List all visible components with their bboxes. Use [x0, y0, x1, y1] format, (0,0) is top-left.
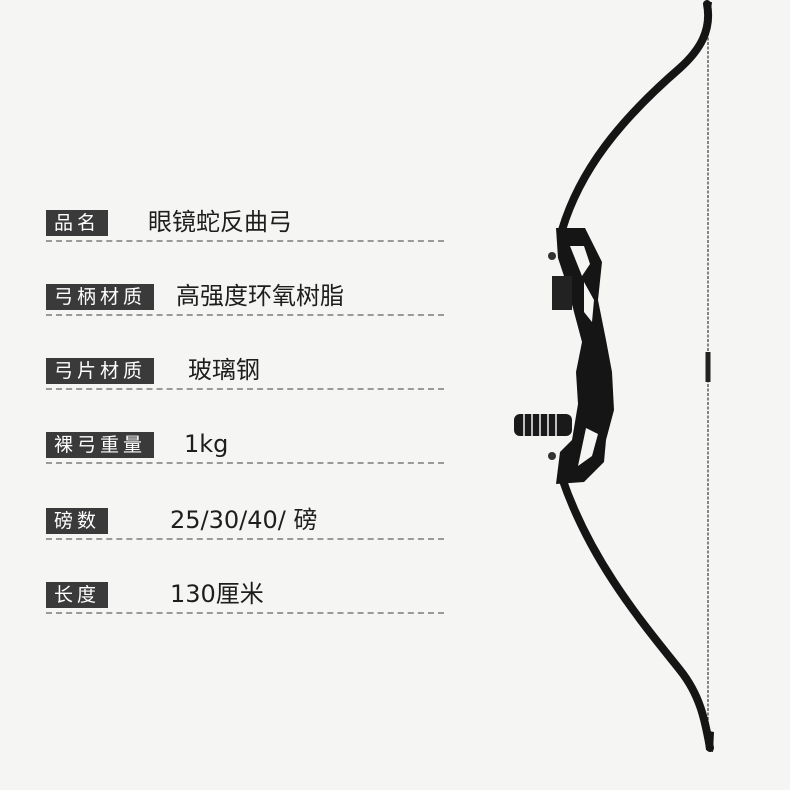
spec-row-limb-material: 弓片材质 玻璃钢 — [46, 350, 444, 390]
spec-divider — [46, 612, 444, 614]
spec-divider — [46, 314, 444, 316]
spec-label-riser-material: 弓柄材质 — [46, 284, 155, 310]
spec-divider — [46, 388, 444, 390]
spec-divider — [46, 462, 444, 464]
spec-row-bow-weight: 裸弓重量 1kg — [46, 424, 444, 464]
recurve-bow-image — [514, 0, 714, 752]
limb-bolt — [548, 452, 556, 460]
spec-row-product-name: 品名 眼镜蛇反曲弓 — [46, 202, 444, 242]
spec-value-product-name: 眼镜蛇反曲弓 — [148, 208, 292, 236]
spec-value-riser-material: 高强度环氧树脂 — [176, 282, 344, 310]
spec-row-draw-weight: 磅数 25/30/40/ 磅 — [46, 500, 444, 540]
spec-label-draw-weight: 磅数 — [46, 508, 109, 534]
lower-limb — [558, 474, 714, 752]
spec-value-limb-material: 玻璃钢 — [188, 356, 260, 384]
spec-divider — [46, 538, 444, 540]
riser-cutout — [584, 282, 594, 322]
limb-bolt — [548, 252, 556, 260]
spec-divider — [46, 240, 444, 242]
spec-label-limb-material: 弓片材质 — [46, 358, 155, 384]
upper-limb — [558, 0, 713, 234]
spec-row-length: 长度 130厘米 — [46, 574, 444, 614]
arrow-rest — [552, 276, 572, 310]
riser-cutout — [570, 246, 590, 276]
spec-label-product-name: 品名 — [46, 210, 109, 236]
stabilizer — [514, 412, 572, 438]
nocking-point — [705, 352, 711, 382]
spec-value-bow-weight: 1kg — [184, 430, 229, 458]
upper-limb-tip — [706, 2, 712, 26]
spec-label-bow-weight: 裸弓重量 — [46, 432, 155, 458]
spec-value-draw-weight: 25/30/40/ 磅 — [170, 506, 318, 534]
lower-limb-tip — [704, 730, 714, 752]
spec-label-length: 长度 — [46, 582, 109, 608]
spec-row-riser-material: 弓柄材质 高强度环氧树脂 — [46, 276, 444, 316]
riser-cutout — [578, 428, 598, 466]
spec-value-length: 130厘米 — [170, 580, 264, 608]
